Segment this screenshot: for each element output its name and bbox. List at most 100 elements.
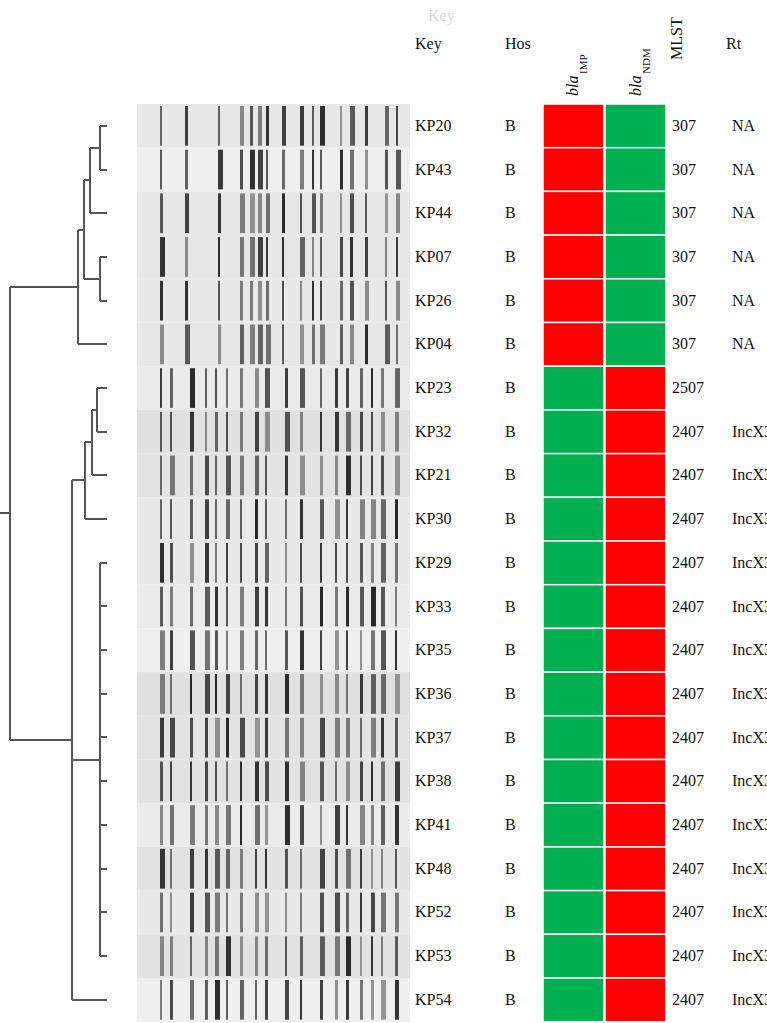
- gel-band: [300, 587, 303, 627]
- ndm-cell: [605, 104, 666, 148]
- gel-band: [205, 980, 208, 1020]
- gel-lane: [137, 191, 410, 235]
- imp-cell: [543, 934, 604, 978]
- ndm-cell: [605, 628, 666, 672]
- gel-band: [190, 499, 193, 539]
- gel-band: [160, 718, 164, 758]
- gel-band: [371, 849, 373, 889]
- hospital-code: B: [505, 465, 516, 485]
- isolate-key: KP36: [415, 684, 451, 704]
- gel-band: [226, 412, 228, 452]
- gel-band: [371, 587, 376, 627]
- isolate-key: KP54: [415, 990, 451, 1010]
- gel-band: [265, 893, 269, 933]
- gel-band: [365, 150, 368, 190]
- gel-band: [385, 281, 387, 321]
- mlst-type: 307: [672, 116, 696, 136]
- gel-band: [160, 237, 165, 277]
- isolate-key: KP30: [415, 509, 451, 529]
- replicon-type: IncX3: [732, 553, 767, 573]
- gel-band: [190, 718, 193, 758]
- hospital-code: B: [505, 378, 516, 398]
- gel-band: [340, 325, 343, 365]
- ndm-cell: [605, 235, 666, 279]
- gel-band: [360, 980, 363, 1020]
- gel-band: [170, 762, 172, 802]
- isolate-key: KP41: [415, 815, 451, 835]
- gel-band: [226, 368, 228, 408]
- gel-band: [346, 630, 348, 670]
- gel-band: [190, 587, 193, 627]
- gel-band: [215, 499, 217, 539]
- gel-band: [346, 587, 349, 627]
- gel-band: [300, 237, 305, 277]
- gel-band: [282, 193, 285, 233]
- gel-lane: [137, 585, 410, 629]
- gel-band: [205, 849, 208, 889]
- gel-band: [320, 412, 322, 452]
- replicon-type: IncX3: [732, 597, 767, 617]
- gel-band: [266, 237, 268, 277]
- gel-band: [320, 805, 322, 845]
- gel-band: [285, 893, 287, 933]
- gel-band: [266, 106, 269, 146]
- gel-band: [335, 805, 340, 845]
- gel-band: [160, 412, 162, 452]
- gel-band: [381, 587, 385, 627]
- gel-band: [160, 325, 164, 365]
- gel-band: [265, 456, 267, 496]
- imp-cell: [543, 716, 604, 760]
- gel-band: [395, 368, 400, 408]
- gel-band: [240, 543, 242, 583]
- gel-band: [170, 980, 173, 1020]
- gel-band: [265, 980, 268, 1020]
- gel-lane: [137, 323, 410, 367]
- gel-band: [240, 106, 244, 146]
- gel-band: [190, 368, 195, 408]
- gel-band: [346, 849, 351, 889]
- gel-band: [160, 630, 165, 670]
- ndm-cell: [605, 760, 666, 804]
- gel-band: [205, 630, 210, 670]
- gel-band: [160, 762, 163, 802]
- ndm-cell: [605, 541, 666, 585]
- gel-band: [226, 718, 229, 758]
- ndm-cell: [605, 148, 666, 192]
- imp-cell: [543, 279, 604, 323]
- gel-band: [285, 543, 287, 583]
- gel-band: [190, 936, 192, 976]
- gel-band: [395, 456, 400, 496]
- isolate-key: KP26: [415, 291, 451, 311]
- gel-band: [395, 936, 398, 976]
- gel-band: [335, 849, 338, 889]
- gel-band: [205, 543, 209, 583]
- gel-band: [340, 281, 343, 321]
- gel-band: [300, 718, 304, 758]
- gel-band: [255, 762, 259, 802]
- header-ghost: Key: [428, 6, 455, 26]
- imp-cell: [543, 672, 604, 716]
- mlst-type: 2407: [672, 465, 704, 485]
- gel-band: [240, 412, 243, 452]
- gel-band: [300, 150, 304, 190]
- gel-band: [285, 805, 290, 845]
- gel-band: [282, 106, 286, 146]
- hospital-code: B: [505, 160, 516, 180]
- gel-lane: [137, 891, 410, 935]
- gel-lane: [137, 541, 410, 585]
- column-header: MLST: [667, 17, 687, 60]
- gel-band: [360, 674, 363, 714]
- gel-band: [285, 412, 290, 452]
- hospital-code: B: [505, 728, 516, 748]
- gel-band: [340, 106, 342, 146]
- gel-band: [381, 630, 386, 670]
- gel-band: [255, 674, 258, 714]
- gel-band: [371, 718, 376, 758]
- gel-band: [190, 630, 195, 670]
- gel-band: [250, 237, 255, 277]
- column-header-subscript: NDM: [640, 48, 653, 74]
- gel-band: [396, 237, 398, 277]
- gel-band: [215, 587, 218, 627]
- gel-band: [300, 281, 302, 321]
- gel-band: [395, 849, 397, 889]
